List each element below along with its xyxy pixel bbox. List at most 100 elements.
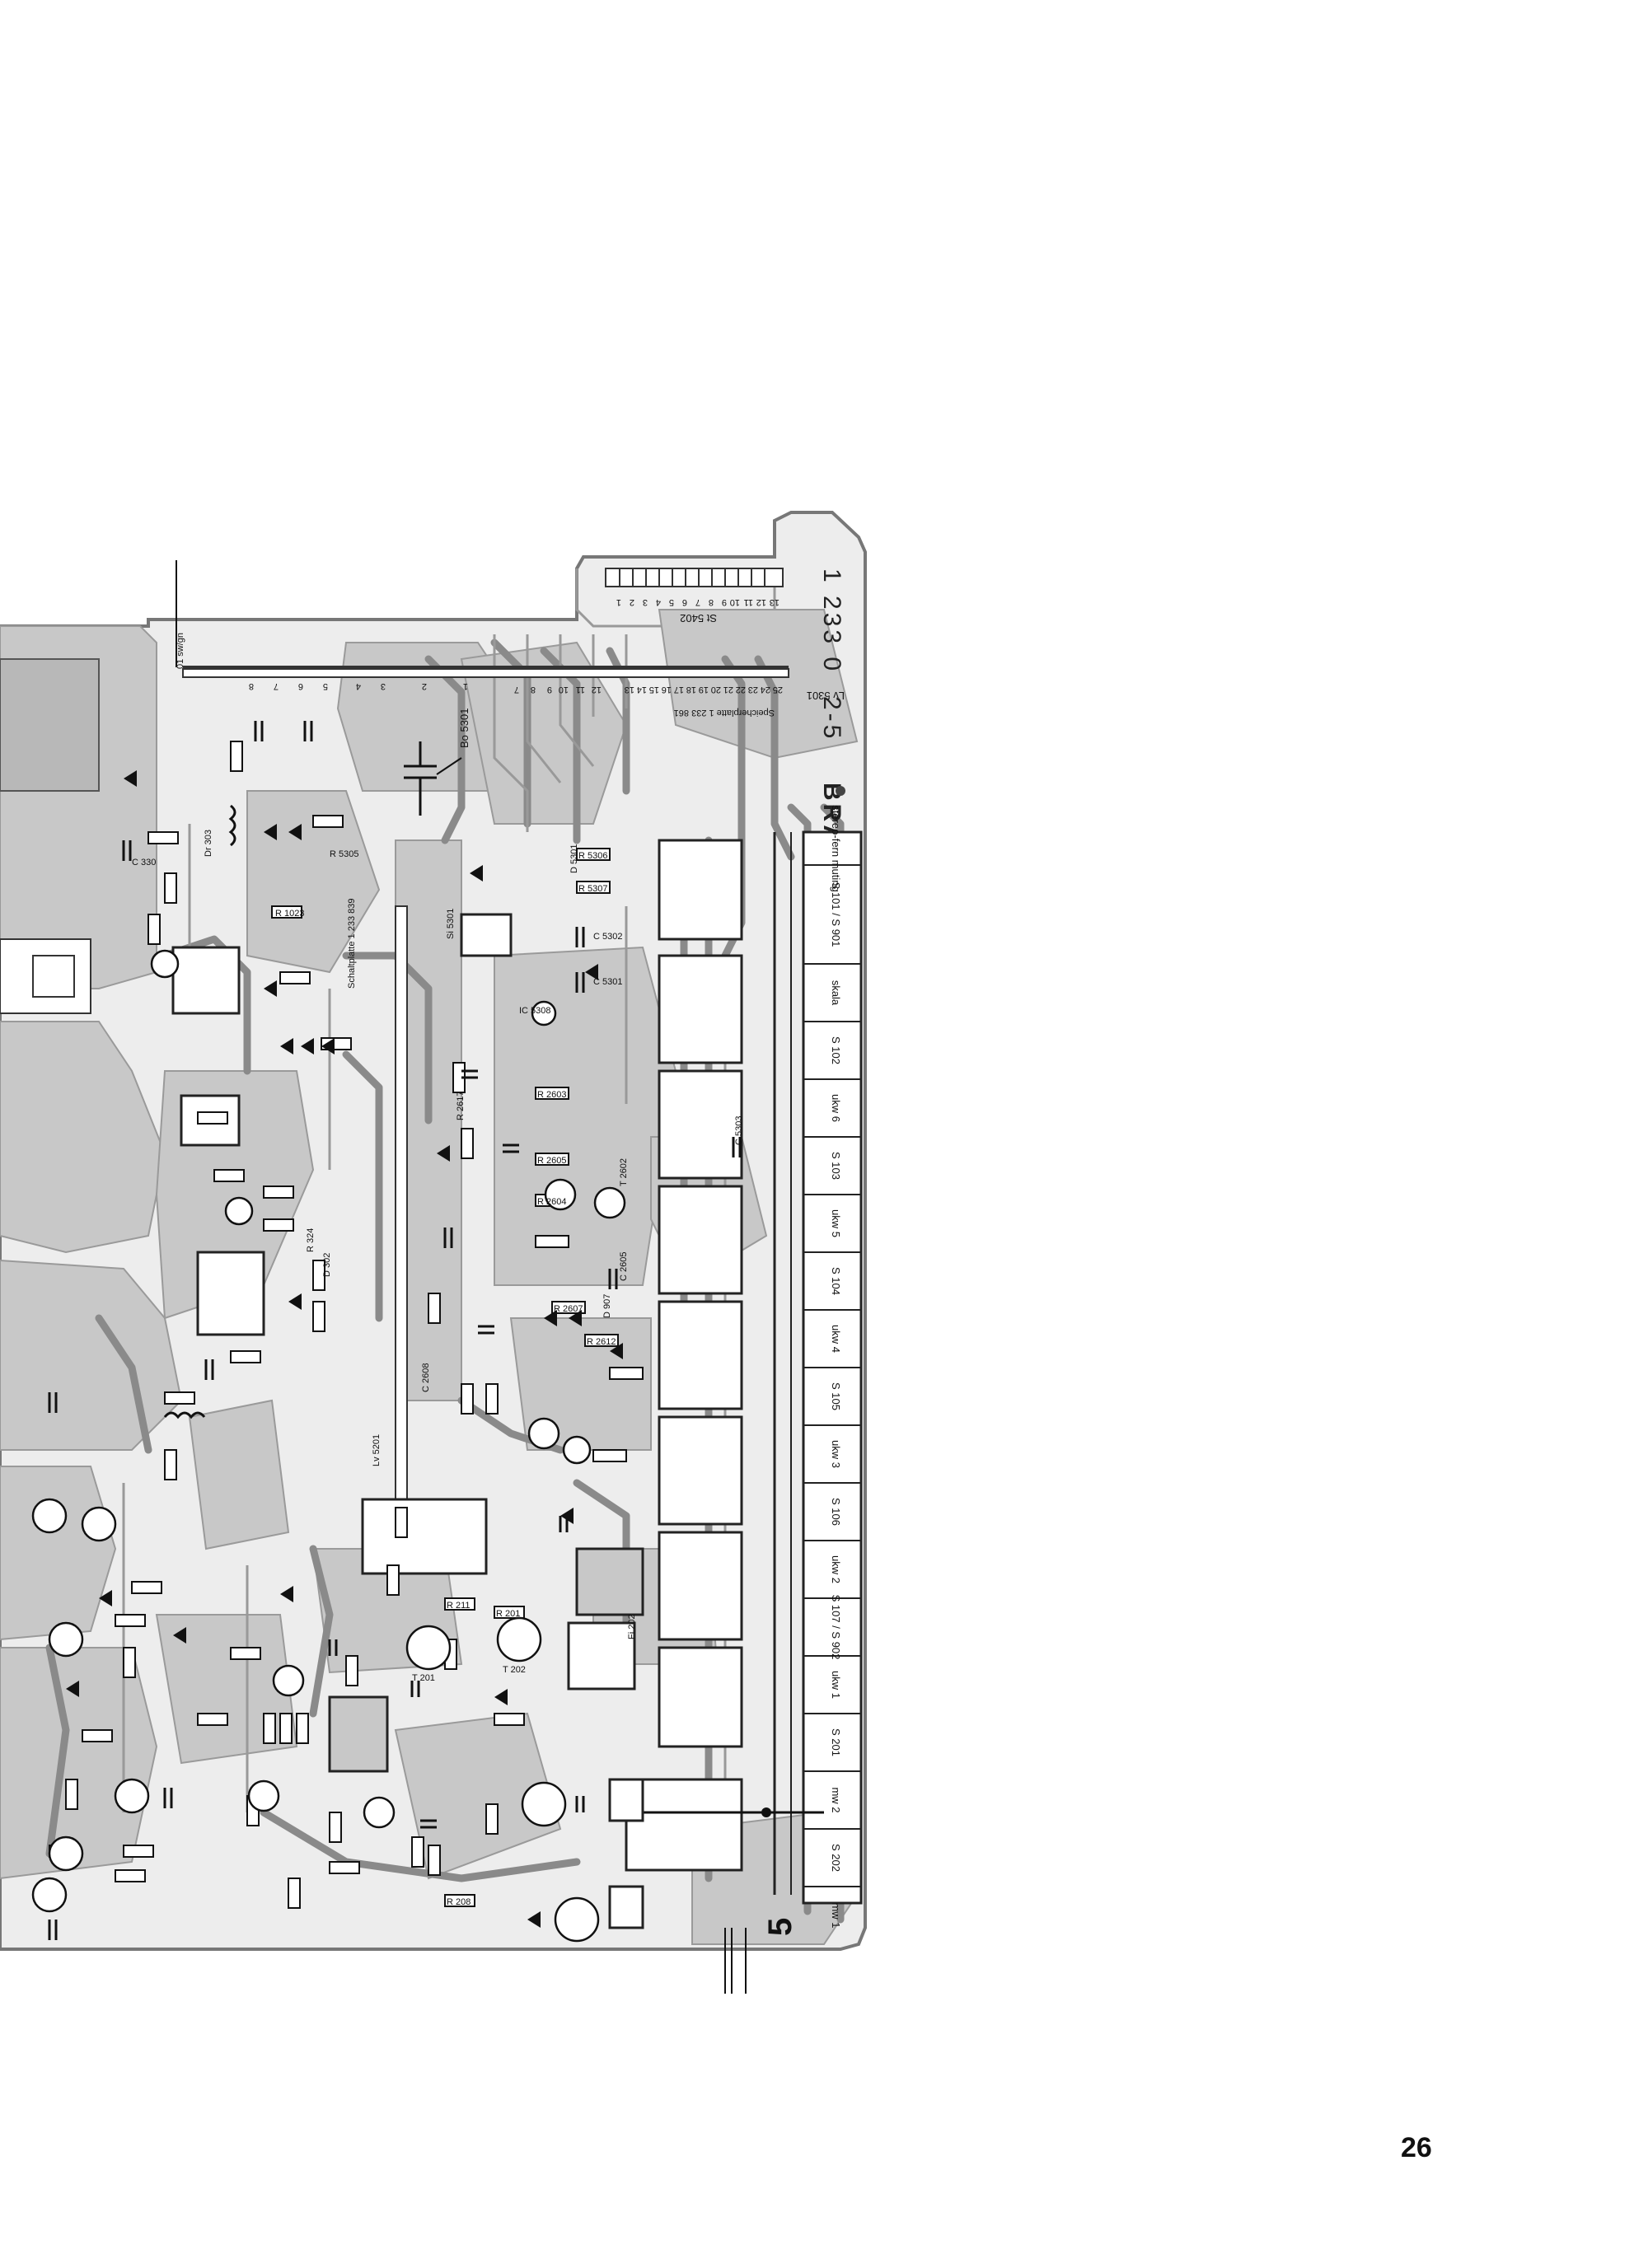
capacitor-symbols — [48, 721, 742, 1940]
shield-block — [0, 658, 100, 1014]
tab-ukw3: ukw 3 — [830, 1440, 842, 1468]
schaltplatte-label: Schaltplatte 1 233 839 — [347, 899, 357, 989]
section-number: 5 — [762, 1918, 798, 1936]
component-boxes — [171, 913, 644, 1929]
svg-text:25: 25 — [773, 685, 783, 694]
speicherplatte-label: Speicherplatte 1 233 861 — [674, 708, 775, 718]
pin-2: 2 — [630, 597, 634, 607]
pin-10: 10 — [730, 597, 740, 607]
pin-5: 5 — [669, 597, 674, 607]
svg-text:IC 5308: IC 5308 — [519, 1006, 551, 1016]
svg-text:R 2603: R 2603 — [537, 1090, 566, 1100]
svg-text:R 5307: R 5307 — [578, 884, 607, 894]
pin-8: 8 — [709, 597, 714, 607]
svg-text:16: 16 — [662, 685, 672, 694]
page-number: 26 — [1401, 2132, 1432, 2163]
tab-s202: S 202 — [830, 1844, 842, 1872]
bo5301-label: Bo 5301 — [458, 708, 471, 748]
svg-text:10: 10 — [559, 685, 569, 694]
svg-text:D 5301: D 5301 — [569, 844, 579, 873]
svg-text:T 201: T 201 — [412, 1673, 435, 1683]
svg-text:2: 2 — [422, 681, 427, 691]
svg-text:13: 13 — [625, 685, 634, 694]
svg-text:R 2607: R 2607 — [554, 1304, 583, 1314]
svg-text:18: 18 — [686, 685, 696, 694]
tab-stereo-fern: stereo-fern muting — [830, 805, 842, 892]
svg-text:1 233 0: 1 233 0 — [818, 568, 845, 674]
inductor-dr302 — [163, 1411, 206, 1419]
component-labels: R 5305 R 5306 R 5307 R 2603 R 2605 R 260… — [132, 633, 744, 1907]
svg-text:Fi 202: Fi 202 — [627, 1614, 637, 1639]
svg-text:2-5: 2-5 — [818, 696, 845, 741]
tab-mw1: mw 1 — [830, 1902, 842, 1928]
svg-text:01 sw/gn: 01 sw/gn — [176, 633, 185, 669]
pin-9: 9 — [722, 597, 727, 607]
pin-1: 1 — [616, 597, 621, 607]
svg-text:D 907: D 907 — [602, 1294, 612, 1318]
svg-text:6: 6 — [298, 681, 303, 691]
svg-text:Dr 303: Dr 303 — [204, 830, 213, 857]
pin-row-lv-right: 25 24 23 22 21 20 19 18 17 16 15 14 13 1… — [514, 685, 783, 694]
svg-text:7: 7 — [274, 681, 279, 691]
svg-text:19: 19 — [699, 685, 709, 694]
svg-text:R 2604: R 2604 — [537, 1197, 566, 1207]
side-tab-column — [802, 830, 863, 1905]
pin-11: 11 — [744, 597, 753, 607]
svg-text:22: 22 — [736, 685, 746, 694]
svg-text:R 208: R 208 — [447, 1897, 471, 1907]
svg-text:1: 1 — [463, 681, 468, 691]
svg-text:Si 5301: Si 5301 — [446, 909, 456, 939]
svg-text:C 2608: C 2608 — [421, 1363, 431, 1392]
diode-symbols — [66, 770, 623, 1928]
pin-6: 6 — [682, 597, 687, 607]
tab-ukw6: ukw 6 — [830, 1094, 842, 1122]
tab-s104: S 104 — [830, 1267, 842, 1295]
pin-7: 7 — [695, 597, 700, 607]
svg-text:R 2612: R 2612 — [587, 1337, 616, 1347]
pin-row-lv-left: 8 7 6 5 4 3 2 1 — [249, 681, 468, 691]
tab-ukw4: ukw 4 — [830, 1325, 842, 1353]
svg-text:R 5306: R 5306 — [578, 851, 607, 861]
connector-st5402 — [605, 568, 784, 587]
svg-text:8: 8 — [249, 681, 254, 691]
side-tab-labels: stereo-fern muting S 101 / S 901 skala S… — [830, 805, 842, 1928]
svg-text:C 2605: C 2605 — [619, 1252, 629, 1281]
svg-text:23: 23 — [748, 685, 758, 694]
board-notch — [575, 568, 776, 628]
svg-text:4: 4 — [356, 681, 361, 691]
svg-text:C 5302: C 5302 — [593, 932, 622, 942]
lead-wires — [176, 560, 747, 1994]
svg-text:R 201: R 201 — [496, 1609, 520, 1619]
tab-s106: S 106 — [830, 1498, 842, 1526]
svg-text:R 5305: R 5305 — [330, 849, 358, 859]
connector-lv5301 — [182, 666, 789, 678]
svg-text:R 2617: R 2617 — [456, 1092, 466, 1120]
svg-text:20: 20 — [711, 685, 721, 694]
transistor-symbols — [31, 949, 626, 1943]
svg-text:14: 14 — [637, 685, 647, 694]
svg-text:9: 9 — [547, 685, 552, 694]
svg-text:5: 5 — [323, 681, 328, 691]
inductor-dr303 — [228, 804, 236, 847]
lv5201-label: Lv 5201 — [372, 1434, 382, 1466]
ribbon-st-label: St 5402 — [680, 612, 717, 624]
tab-s105: S 105 — [830, 1382, 842, 1410]
svg-text:7: 7 — [514, 685, 519, 694]
ribbon-lv-label: Lv 5301 — [807, 690, 845, 702]
svg-text:C 5301: C 5301 — [593, 977, 622, 987]
svg-text:17: 17 — [674, 685, 684, 694]
tab-s201: S 201 — [830, 1728, 842, 1756]
pin-row-st5402: 13 12 11 10 9 8 7 6 5 4 3 2 1 — [616, 597, 780, 607]
svg-text:D 302: D 302 — [322, 1253, 332, 1277]
pin-4: 4 — [656, 597, 661, 607]
tab-s101: S 101 / S 901 — [830, 882, 842, 947]
tab-s102: S 102 — [830, 1036, 842, 1064]
pin-12: 12 — [756, 597, 766, 607]
connector-schaltplatte — [395, 905, 408, 1500]
svg-text:12: 12 — [592, 685, 602, 694]
tab-s103: S 103 — [830, 1152, 842, 1180]
svg-text:C 330: C 330 — [132, 858, 156, 867]
svg-text:C 5303: C 5303 — [734, 1116, 744, 1145]
tab-ukw2: ukw 2 — [830, 1555, 842, 1583]
